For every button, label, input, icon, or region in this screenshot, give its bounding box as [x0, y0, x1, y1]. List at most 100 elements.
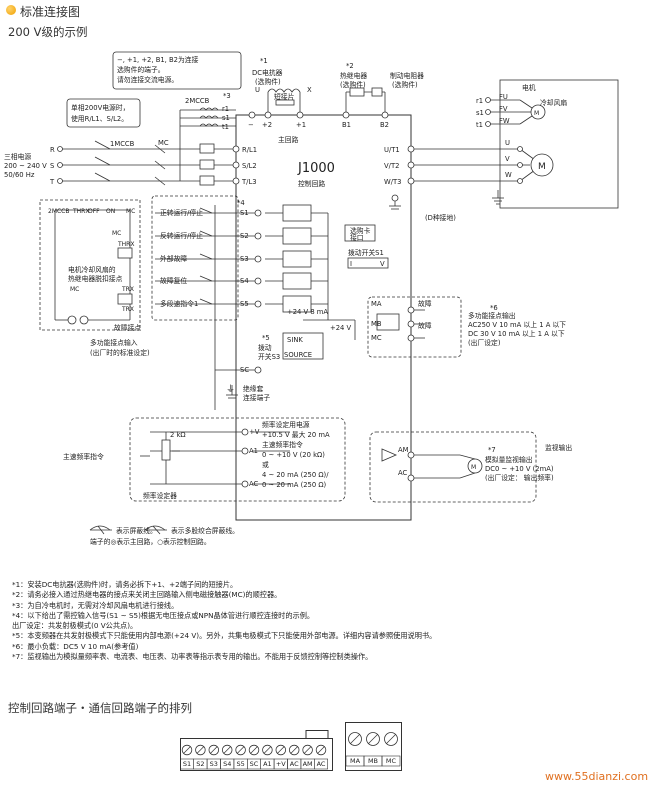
- terminal-note-line1: −, +1, +2, B1, B2为连接: [117, 55, 199, 64]
- term-wt3: W/T3: [384, 178, 402, 186]
- thr-off: OFF: [88, 208, 100, 215]
- tb1-terminal-label: S5: [236, 760, 244, 768]
- note-ref-3: *3: [223, 92, 231, 100]
- analog-ac: AC: [249, 480, 259, 488]
- dip-v: V: [380, 260, 385, 268]
- line-t: T: [49, 178, 55, 186]
- breaker-2mccb: 2MCCB: [185, 97, 210, 105]
- motor-v: V: [505, 155, 510, 163]
- analog-output-3: (出厂设定： 输出频率): [485, 473, 554, 482]
- note-ref-7: *7: [488, 446, 496, 454]
- monitor-output-label: 监视输出: [545, 443, 572, 452]
- shield-sleeve-1: 绝缘套: [243, 384, 264, 393]
- thermal-relay-label2: (选购件): [340, 80, 366, 89]
- multi-output-4: (出厂设定): [468, 338, 501, 347]
- bus-minus: −: [248, 121, 254, 129]
- braking-resistor-label1: 制动电阻器: [390, 71, 424, 80]
- motor-label: 电机: [522, 83, 536, 92]
- freq-power-1: 频率设定用电源: [262, 420, 310, 429]
- note-2: *2：请务必接入通过热继电器的接点来关闭主回路输入侧电磁接触器(MC)的顺控器。: [12, 590, 282, 600]
- input-label-s1: 正转运行/停止: [160, 208, 203, 217]
- tb1-terminal-label: AC: [317, 760, 326, 768]
- line-s: S: [50, 162, 54, 170]
- thr-mc3: MC: [70, 286, 79, 293]
- thermal-contact-2: 热继电器脱扣接点: [68, 274, 123, 283]
- shield-sleeve-2: 连接端子: [243, 393, 270, 402]
- tb1-terminal-label: AM: [303, 760, 313, 768]
- dc-reactor-label2: (选购件): [255, 77, 281, 86]
- term-rl1: R/L1: [242, 146, 257, 154]
- note-ref-6: *6: [490, 304, 498, 312]
- main-freq-cmd: 主速频率指令: [63, 452, 104, 461]
- fan-terminal-r1: r1: [476, 97, 483, 105]
- option-card-2: 接口: [350, 233, 364, 242]
- thr-thrx2: THRX: [117, 241, 134, 248]
- note-3: *3：为自冷电机时，无需对冷却风扇电机进行接线。: [12, 600, 179, 610]
- input-term-s5: S5: [240, 300, 249, 308]
- dc-reactor-label1: DC电抗器: [252, 68, 283, 77]
- motor-w: W: [505, 171, 512, 179]
- input-label-s4: 故障复位: [160, 276, 187, 285]
- thr-mc2: MC: [112, 230, 121, 237]
- fan-t1: t1: [222, 123, 229, 131]
- tb1-terminal-label: S4: [223, 760, 231, 768]
- short-bar-label: 短接片: [274, 92, 295, 101]
- freq-power-3: 主速频率指令: [262, 440, 303, 449]
- fan-winding-fv: FV: [499, 105, 508, 113]
- note-5: *5：本变频器在共发射极模式下只能使用内部电源(+24 V)。另外，共集电极模式…: [12, 631, 437, 641]
- tb1-terminal-label: S2: [196, 760, 204, 768]
- option-card-1: 选购卡: [350, 226, 371, 235]
- input-term-s3: S3: [240, 255, 249, 263]
- analog-output-2: DC0 ~ +10 V (2mA): [485, 465, 554, 473]
- input-term-s2: S2: [240, 232, 249, 240]
- dip-s3-1: 拨动: [258, 343, 272, 352]
- note-6: *6：最小负载：DC5 V 10 mA(参考值): [12, 641, 139, 651]
- fault-label-2: 故障: [418, 321, 432, 330]
- term-sl2: S/L2: [242, 162, 257, 170]
- title-bullet-icon: [6, 5, 16, 15]
- term-vt2: V/T2: [384, 162, 399, 170]
- footnotes: *1：安装DC电抗器(选购件)时，请务必拆下+1、+2端子间的短接片。 *2：请…: [12, 580, 642, 662]
- section2-title: 控制回路端子・通信回路端子的排列: [8, 701, 192, 715]
- cooling-fan-label: 冷却风扇: [540, 98, 567, 107]
- dip-i: I: [350, 260, 352, 268]
- monitor-ac: AC: [398, 469, 408, 477]
- braking-resistor-label2: (选购件): [392, 80, 418, 89]
- fan-s1: s1: [222, 114, 230, 122]
- note-ref-5: *5: [262, 334, 270, 342]
- reactor-u: U: [255, 86, 260, 94]
- input-label-s5: 多段速指令1: [160, 299, 198, 308]
- breaker-1mccb: 1MCCB: [110, 140, 135, 148]
- sink-label: SINK: [287, 336, 303, 344]
- fan-m: M: [534, 110, 539, 117]
- thr-trx: TRX: [121, 286, 134, 293]
- thr-2mccb: 2MCCB: [48, 208, 70, 215]
- terminal-note-line2: 选购件的端子。: [117, 65, 165, 74]
- legend-twisted: 表示多股绞合屏蔽线。: [171, 526, 239, 535]
- dip-s3-2: 开关S3: [258, 352, 280, 361]
- multi-output-3: DC 30 V 10 mA 以上 1 A 以下: [468, 329, 565, 338]
- tb1-terminal-label: A1: [263, 760, 272, 768]
- note-1: *1：安装DC电抗器(选购件)时，请务必拆下+1、+2端子间的短接片。: [12, 580, 238, 589]
- freq-power-6: 4 ~ 20 mA (250 Ω)/: [262, 471, 329, 479]
- relay-ma: MA: [371, 300, 382, 308]
- fault-contact-label: 故障接点: [114, 323, 141, 332]
- analog-output-1: 模拟量监视输出: [485, 455, 533, 464]
- multi-output-2: AC250 V 10 mA 以上 1 A 以下: [468, 320, 566, 329]
- bus-b1: B1: [342, 121, 351, 129]
- wiring-diagram: −, +1, +2, B1, B2为连接 选购件的端子。 请勿连接交流电源。 单…: [4, 51, 619, 546]
- power-source-2: 200 ~ 240 V: [4, 162, 47, 170]
- shield-ground-icon: ⏚: [226, 384, 235, 395]
- motor-m: M: [538, 162, 546, 172]
- monitor-am: AM: [398, 446, 409, 454]
- freq-power-2: +10.5 V 最大 20 mA: [262, 430, 330, 439]
- bus-b2: B2: [380, 121, 389, 129]
- tb1-terminal-label: S1: [183, 760, 191, 768]
- input-label-s2: 反转运行/停止: [160, 231, 203, 240]
- meter-m: M: [471, 464, 476, 471]
- thr-thrx: THRX: [72, 208, 89, 215]
- single-phase-note-line2: 使用R/L1、S/L2。: [71, 114, 128, 123]
- fan-terminal-t1: t1: [476, 121, 483, 129]
- single-phase-note-line1: 单相200V电源时，: [71, 103, 129, 112]
